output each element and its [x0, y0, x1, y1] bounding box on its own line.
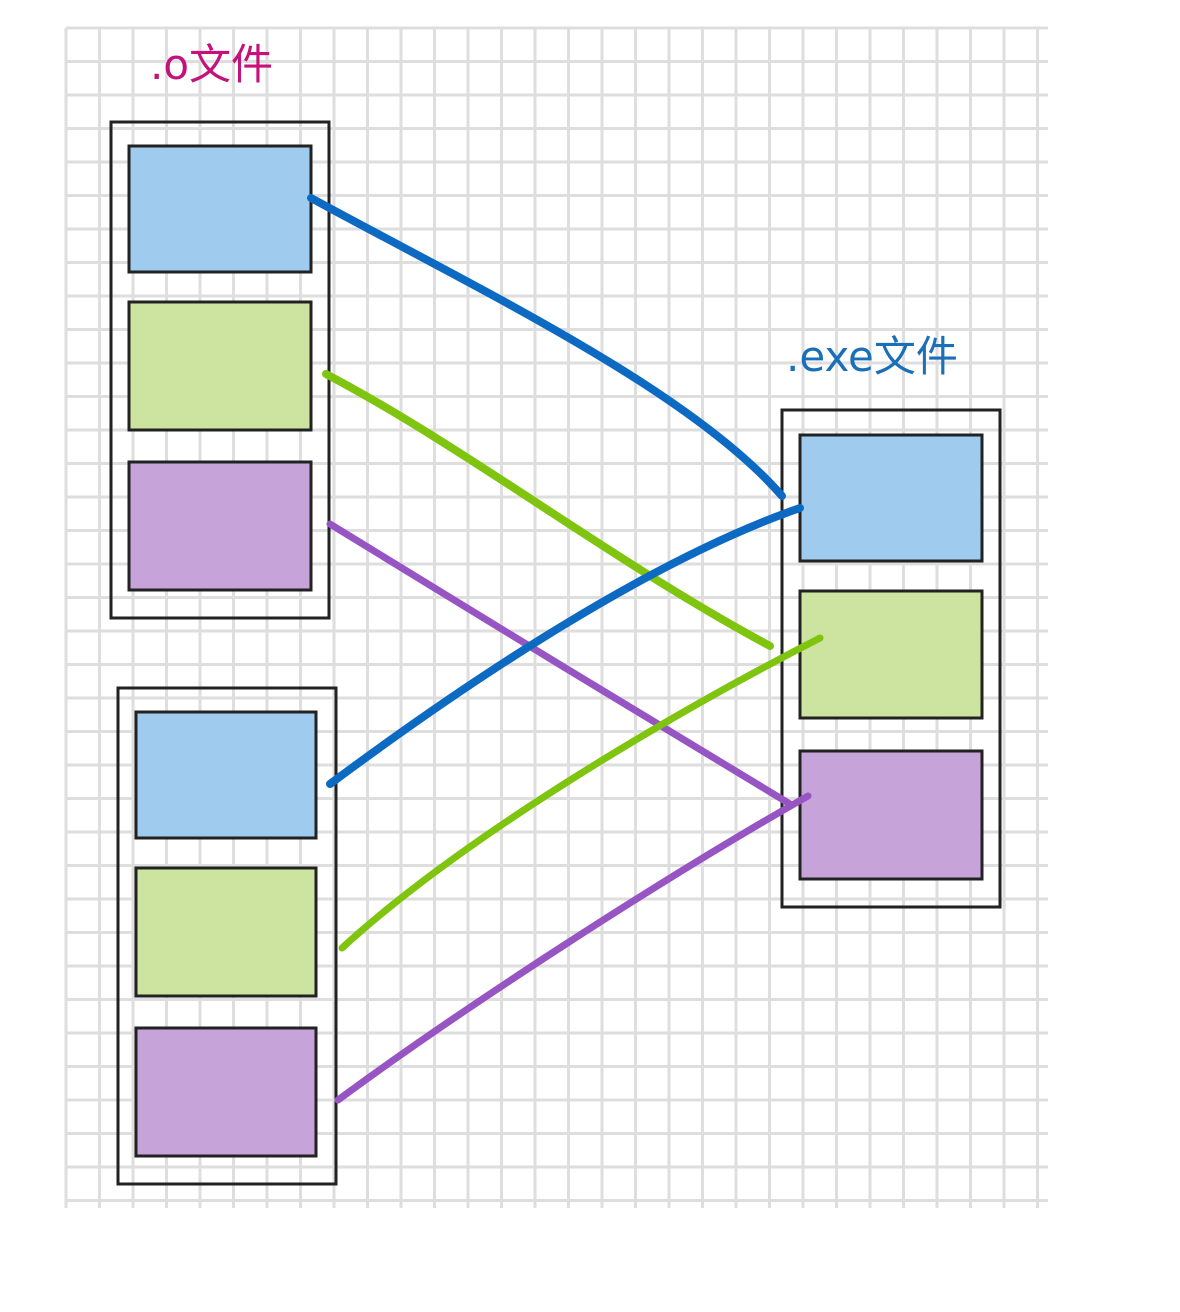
object-file-2-purple-section [134, 1026, 318, 1158]
exe-file-container [780, 408, 1002, 909]
link-line-o1-purple [326, 520, 794, 808]
object-file-1-purple-section [127, 460, 313, 592]
object-file-2-container [116, 686, 338, 1186]
object-file-1-blue-section [127, 144, 313, 274]
link-lines [307, 194, 824, 1104]
exe-file-blue-section [798, 433, 984, 563]
link-line-o2-purple [334, 792, 812, 1104]
exe-file-green-section [798, 589, 984, 720]
exe-file-purple-section [798, 749, 984, 881]
object-file-2-green-section [134, 866, 318, 998]
exe-file-label: .exe文件 [786, 332, 958, 381]
link-line-o1-blue [307, 194, 786, 500]
link-line-o2-green [338, 634, 824, 952]
object-file-label: .o文件 [150, 40, 274, 89]
object-file-2-blue-section [134, 710, 318, 840]
link-line-o1-green [322, 370, 774, 650]
object-file-1-container [109, 120, 331, 620]
object-file-1-green-section [127, 300, 313, 432]
link-line-o2-blue [326, 504, 804, 788]
